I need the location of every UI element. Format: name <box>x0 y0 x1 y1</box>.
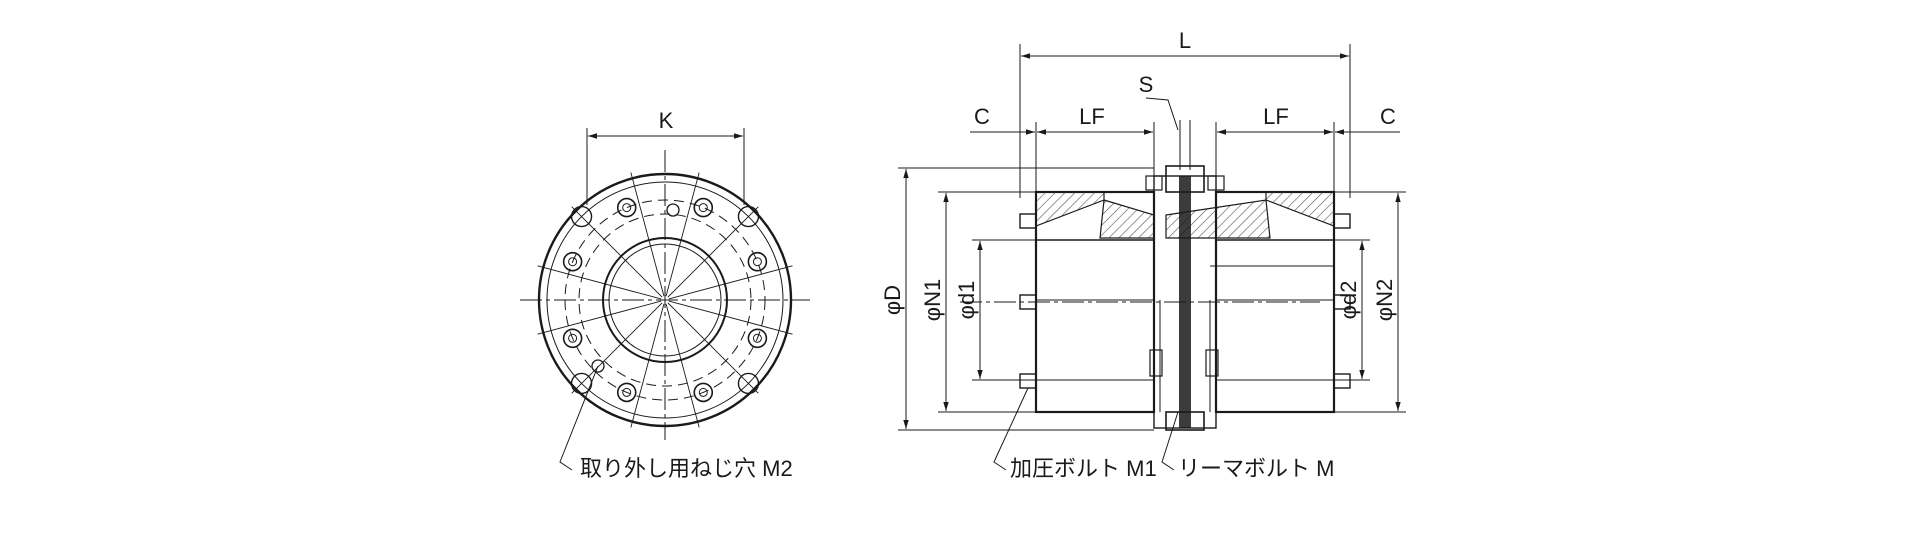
bolt-hole <box>616 197 637 218</box>
removal-screw-hole-bottom <box>591 359 605 373</box>
left-hub-hatched-section <box>1035 191 1105 227</box>
bolt-hole <box>693 197 714 218</box>
radial-line <box>571 302 663 394</box>
dimension-c-left-label: C <box>974 104 990 129</box>
dimension-n2-label: φN2 <box>1372 279 1397 321</box>
radial-line <box>630 172 665 297</box>
reamer-bolt-head-top <box>1165 165 1205 193</box>
hub-bore-outer <box>602 237 728 363</box>
bolt-hole <box>747 251 768 272</box>
side-view: L S C LF LF C φD φN1 φd1 <box>880 28 1406 481</box>
inner-dashed-circle <box>578 213 752 387</box>
bolt-hole <box>693 382 714 403</box>
dimension-lf-right-label: LF <box>1263 104 1289 129</box>
front-view: K 取り外し用ねじ穴 M2 <box>520 108 810 481</box>
dimension-lf-left-label: LF <box>1079 104 1105 129</box>
pressure-bolt-left-top <box>1019 213 1037 229</box>
bolt-hole <box>562 251 583 272</box>
center-disc-pack <box>1145 165 1225 431</box>
callout-m1-text: 加圧ボルト M1 <box>1010 456 1157 481</box>
radial-line <box>668 300 793 335</box>
hub-bore-inner <box>608 243 722 357</box>
s-leader <box>1145 97 1179 131</box>
reamer-bolt-left-bottom <box>1149 349 1163 377</box>
pressure-bolt-right-middle <box>1333 294 1351 310</box>
radial-line <box>668 265 793 300</box>
callout-m1-leader <box>993 387 1029 471</box>
right-taper-sleeve-section <box>1165 199 1271 239</box>
bolt-holes <box>562 197 768 403</box>
left-taper-sleeve-section <box>1099 199 1155 239</box>
callout-m2-text: 取り外し用ねじ穴 M2 <box>580 456 793 481</box>
radial-line <box>665 303 700 428</box>
removal-screw-hole-top <box>666 203 680 217</box>
outer-flange-circle <box>537 172 793 428</box>
dimension-s-label: S <box>1139 72 1154 97</box>
radial-line <box>667 206 759 298</box>
dimension-c-right-label: C <box>1380 104 1396 129</box>
flange-bolt-head <box>737 205 760 228</box>
right-hub-hatched-section <box>1265 191 1335 227</box>
dimension-l-label: L <box>1179 28 1191 53</box>
pressure-bolt-left-middle <box>1019 294 1037 310</box>
flange-bolt-head <box>570 205 593 228</box>
radial-line <box>571 206 663 298</box>
flange-bolt-head <box>737 372 760 395</box>
inner-flange-circle <box>546 181 784 419</box>
radial-line <box>665 172 700 297</box>
callout-m-leader <box>1161 411 1179 471</box>
pressure-bolt-right-top <box>1333 213 1351 229</box>
dimension-k-label: K <box>659 108 674 133</box>
reamer-bolt-right-bottom <box>1205 349 1219 377</box>
radial-line <box>537 300 662 335</box>
radial-line <box>630 303 665 428</box>
radial-line <box>537 265 662 300</box>
bolt-hole <box>562 328 583 349</box>
radial-lines <box>537 172 793 428</box>
callout-m-text: リーマボルト M <box>1178 456 1334 481</box>
dimension-d1-label: φd1 <box>954 281 979 320</box>
dimension-d2-label: φd2 <box>1336 281 1361 320</box>
radial-line <box>667 302 759 394</box>
disc-pack <box>1179 176 1191 428</box>
bolt-hole <box>747 328 768 349</box>
bolt-pitch-circle <box>564 199 766 401</box>
pressure-bolt-left-bottom <box>1019 373 1037 389</box>
bolt-hole <box>616 382 637 403</box>
dimension-n1-label: φN1 <box>920 279 945 321</box>
pressure-bolt-right-bottom <box>1333 373 1351 389</box>
right-hub <box>1165 190 1351 414</box>
callout-m2-leader <box>559 365 599 471</box>
dimension-d-label: φD <box>880 285 905 315</box>
reamer-bolt-head-bottom <box>1165 411 1205 431</box>
